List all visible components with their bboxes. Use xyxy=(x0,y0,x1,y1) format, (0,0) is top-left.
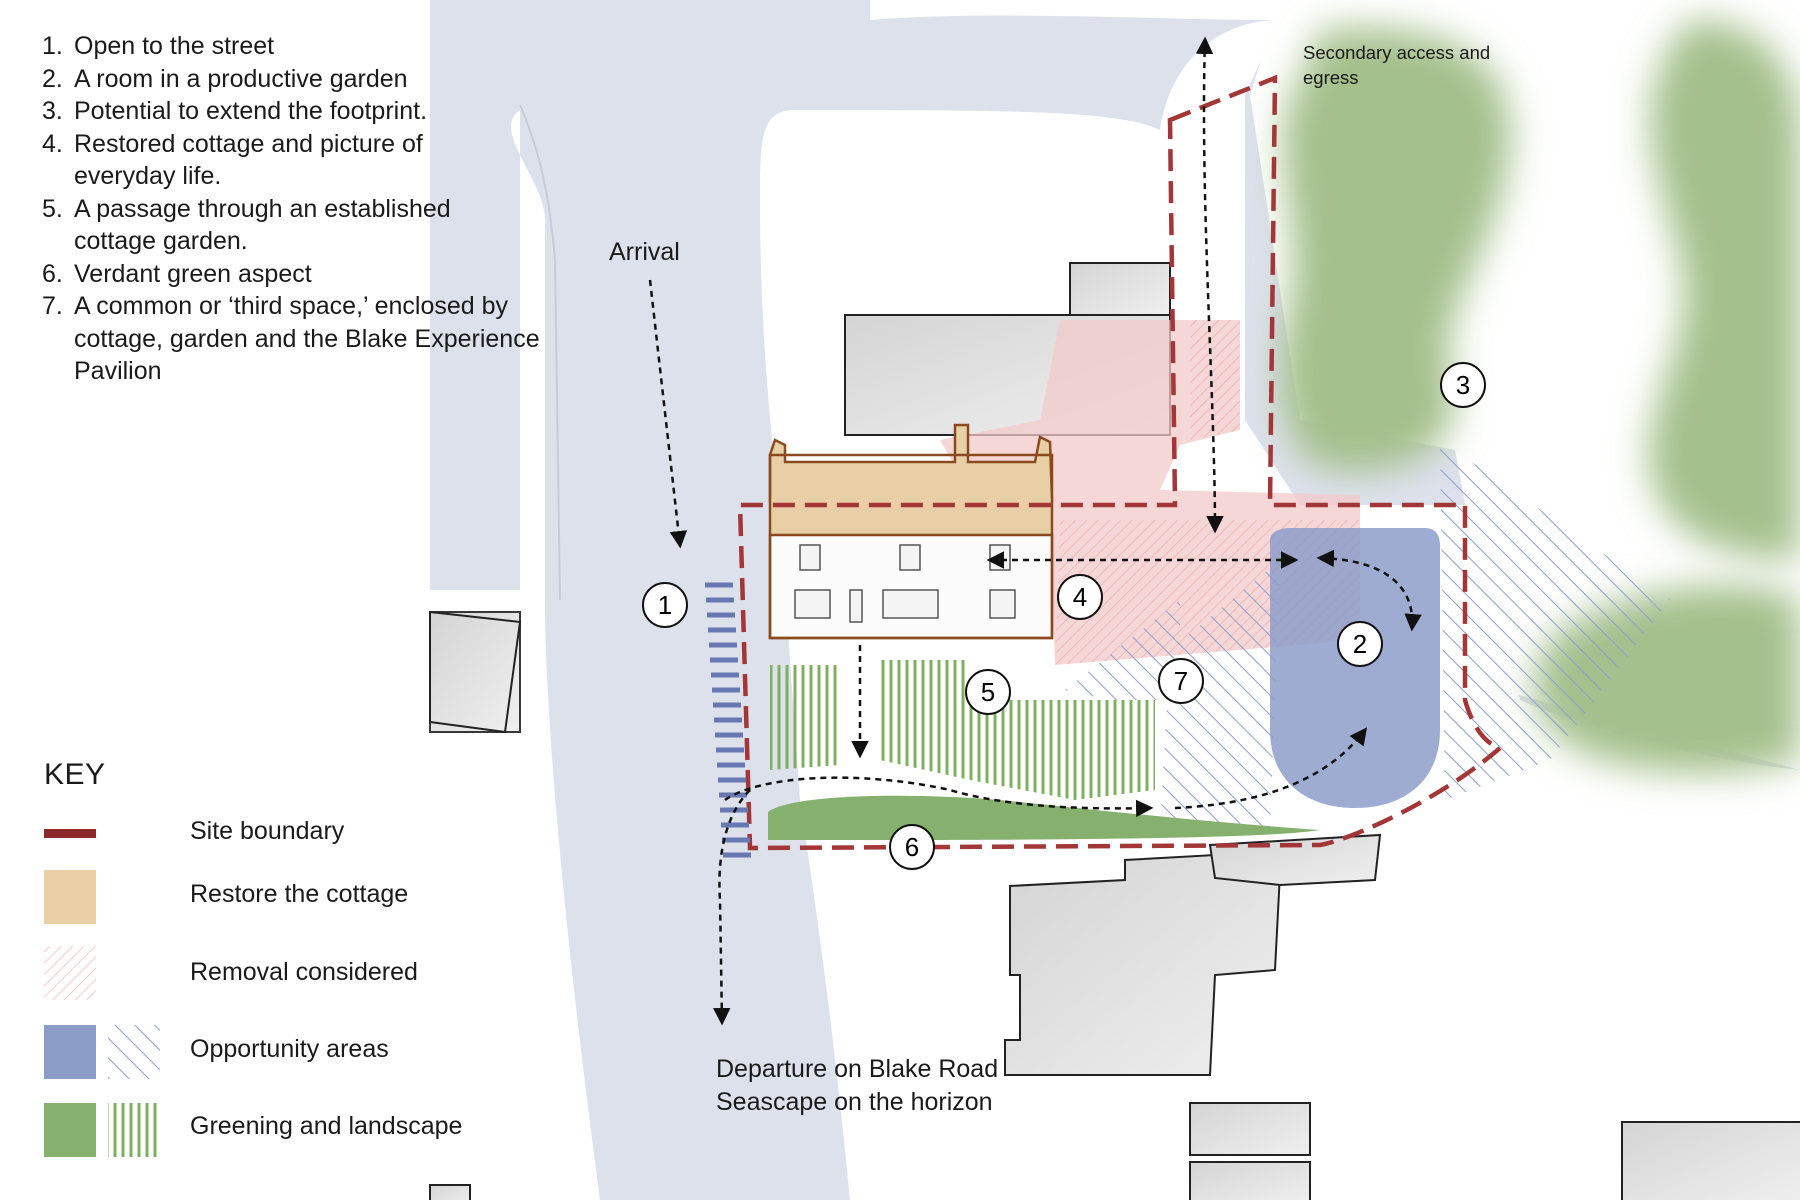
marker-7-label: 7 xyxy=(1174,666,1188,696)
note-item: 4. Restored cottage and picture of everyd… xyxy=(42,128,494,193)
note-number: 3. xyxy=(42,97,63,125)
key-label-greening: Greening and landscape xyxy=(190,1112,463,1140)
marker-6: 6 xyxy=(889,824,935,870)
marker-2: 2 xyxy=(1337,621,1383,667)
key-title: KEY xyxy=(44,758,106,791)
note-number: 6. xyxy=(42,259,63,288)
marker-7: 7 xyxy=(1158,658,1204,704)
note-text: Restored cottage and picture of everyday… xyxy=(74,129,423,191)
swatch-removal-considered xyxy=(44,946,96,1000)
marker-1: 1 xyxy=(642,582,688,628)
swatch-greening-solid xyxy=(44,1103,96,1157)
arrival-label: Arrival xyxy=(609,238,680,266)
swatch-opportunity-hatch xyxy=(108,1025,160,1079)
marker-4: 4 xyxy=(1057,574,1103,620)
movement-arrows xyxy=(648,36,1422,1026)
swatch-site-boundary xyxy=(44,829,96,838)
note-item: 5. A passage through an established cotta… xyxy=(42,193,514,258)
note-text: A room in a productive garden xyxy=(74,64,408,93)
notes-list: 1. Open to the street 2. A room in a produ… xyxy=(42,30,540,388)
key-label-removal-considered: Removal considered xyxy=(190,958,418,986)
note-text: Verdant green aspect xyxy=(74,259,312,288)
note-number: 1. xyxy=(42,32,63,60)
departure-label-line2: Seascape on the horizon xyxy=(716,1088,993,1116)
crosswalk xyxy=(705,582,751,858)
marker-4-label: 4 xyxy=(1073,582,1087,612)
note-item: 2. A room in a productive garden xyxy=(42,63,522,96)
note-number: 5. xyxy=(42,194,63,223)
note-number: 7. xyxy=(42,292,63,320)
departure-label-line1: Departure on Blake Road xyxy=(716,1055,999,1083)
marker-3-label: 3 xyxy=(1456,370,1470,400)
note-item: 3. Potential to extend the footprint. xyxy=(42,95,522,128)
greening-blobs xyxy=(1280,20,1800,774)
note-text: A common or ‘third space,’ enclosed by c… xyxy=(74,292,540,385)
marker-2-label: 2 xyxy=(1353,629,1367,659)
note-text: A passage through an established cottage… xyxy=(74,194,451,256)
swatch-restore-cottage xyxy=(44,870,96,924)
note-number: 2. xyxy=(42,64,63,93)
key-label-opportunity-areas: Opportunity areas xyxy=(190,1035,389,1063)
marker-1-label: 1 xyxy=(658,590,672,620)
marker-5: 5 xyxy=(965,669,1011,715)
note-text: Open to the street xyxy=(74,32,275,60)
note-number: 4. xyxy=(42,129,63,158)
swatch-opportunity-solid xyxy=(44,1025,96,1079)
note-item: 6. Verdant green aspect xyxy=(42,258,522,291)
marker-5-label: 5 xyxy=(981,677,995,707)
key-label-restore-cottage: Restore the cottage xyxy=(190,880,409,908)
marker-3: 3 xyxy=(1440,362,1486,408)
key-swatches xyxy=(44,829,160,1157)
numbered-markers: 1 2 3 4 5 6 7 xyxy=(642,362,1486,870)
swatch-greening-hatch xyxy=(108,1103,160,1157)
note-item: 7. A common or ‘third space,’ enclosed by… xyxy=(42,290,544,388)
site-boundary xyxy=(737,74,1505,851)
marker-6-label: 6 xyxy=(905,832,919,862)
note-text: Potential to extend the footprint. xyxy=(74,97,428,125)
key-label-site-boundary: Site boundary xyxy=(190,817,345,845)
note-item: 1. Open to the street xyxy=(42,30,522,63)
secondary-access-label: Secondary access and egress xyxy=(1303,42,1491,88)
